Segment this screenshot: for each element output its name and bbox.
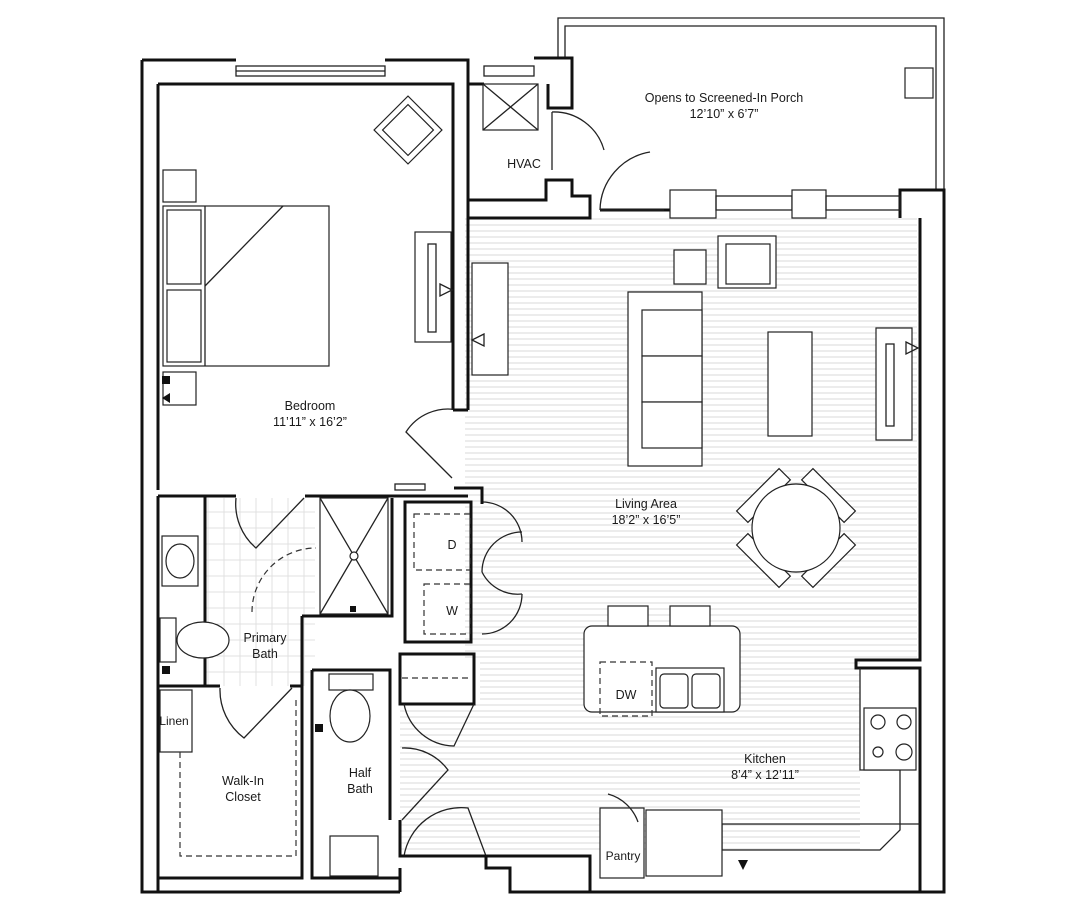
dryer-label: D [447,538,456,552]
half-bath-name-1: Half [349,766,372,780]
dishwasher-label: DW [616,688,637,702]
half-bath-name-2: Bath [347,782,373,796]
bedroom-name: Bedroom [285,399,336,413]
half-bath-label: Half Bath [347,766,373,796]
dining-table [735,467,857,589]
primary-bath-name-2: Bath [252,647,278,661]
hvac-unit [482,83,664,211]
walk-in-closet [156,686,304,880]
bedroom-door [405,408,468,479]
bedroom-furniture [162,95,454,406]
entry-door [398,806,487,858]
porch-outline [557,17,945,190]
bedroom-label: Bedroom 11’11” x 16’2” [273,399,347,429]
closet-name-2: Closet [225,790,261,804]
kitchen-label: Kitchen 8’4” x 12’11” [731,752,799,782]
living-name: Living Area [615,497,677,511]
closet-name-1: Walk-In [222,774,264,788]
half-bath [310,668,449,880]
exterior-walls [140,56,946,894]
bath-tile-floor [205,498,315,686]
hvac-label: HVAC [507,157,541,171]
porch-name: Opens to Screened-In Porch [645,91,803,105]
laundry-closet [394,483,523,644]
kitchen-name: Kitchen [744,752,786,766]
walk-in-closet-label: Walk-In Closet [222,774,264,804]
living-label: Living Area 18’2” x 16’5” [612,497,681,527]
bedroom-dims: 11’11” x 16’2” [273,415,347,429]
washer-label: W [446,604,458,618]
porch-label: Opens to Screened-In Porch 12’10” x 6’7” [645,91,803,121]
coat-closet [398,652,476,747]
kitchen-wall [486,854,592,892]
kitchen-counter [599,668,920,879]
kitchen-island [583,605,741,717]
primary-bath-label: Primary Bath [243,631,287,661]
pantry-label: Pantry [606,849,641,863]
kitchen-dims: 8’4” x 12’11” [731,768,799,782]
linen-label: Linen [159,714,188,728]
primary-bath-name-1: Primary [243,631,287,645]
living-dims: 18’2” x 16’5” [612,513,681,527]
porch-dims: 12’10” x 6’7” [690,107,759,121]
primary-bath [156,494,468,892]
living-furniture [470,235,920,589]
